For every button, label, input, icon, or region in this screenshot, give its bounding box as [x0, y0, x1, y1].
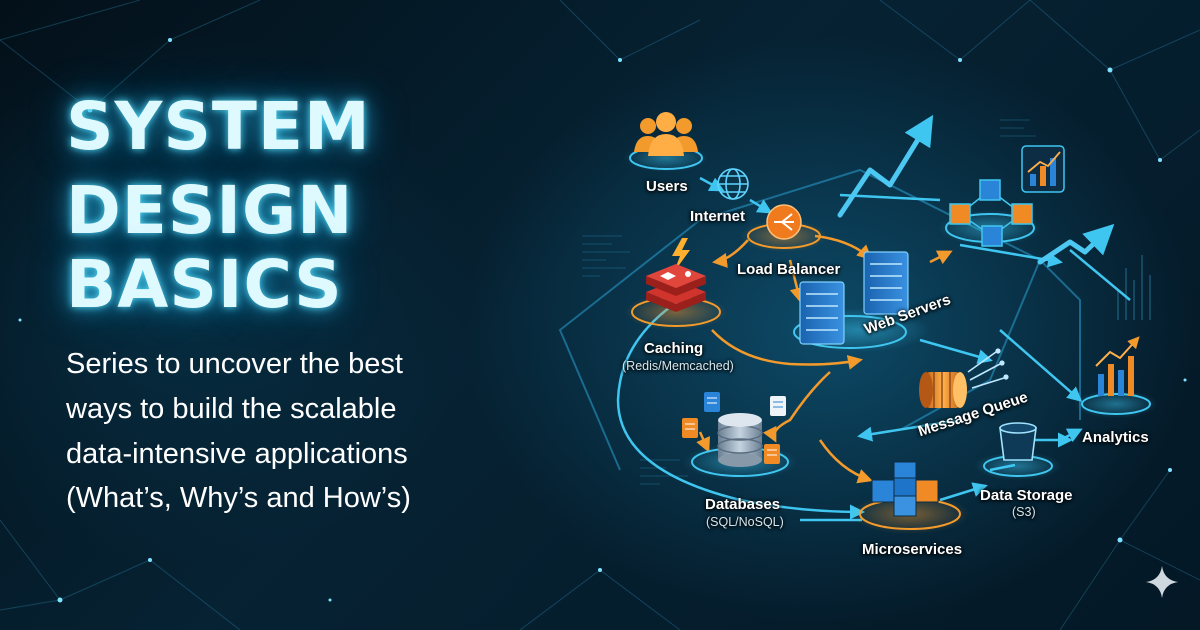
web-servers-node	[790, 251, 930, 352]
caching-label: Caching	[644, 340, 704, 357]
globe-icon	[717, 168, 749, 200]
load-balancer-icon	[766, 204, 802, 240]
bar-chart-icon	[1021, 145, 1065, 193]
caching-node	[624, 238, 728, 330]
bucket-icon	[999, 422, 1037, 461]
microservices-node	[850, 461, 970, 534]
analytics-label: Analytics	[1082, 429, 1149, 446]
service-cluster-node	[938, 179, 1042, 247]
bar-chart-icon	[1095, 336, 1140, 396]
data-storage-sublabel: (S3)	[1012, 505, 1036, 519]
sparkle-icon	[1146, 566, 1178, 598]
redis-icon	[646, 264, 706, 312]
databases-sublabel: (SQL/NoSQL)	[706, 515, 784, 529]
databases-label: Databases	[705, 496, 781, 513]
users-node	[624, 112, 708, 172]
database-icon	[717, 413, 763, 467]
data-storage-label: Data Storage	[980, 487, 1073, 504]
microservices-label: Microservices	[862, 541, 963, 558]
cube-cluster-icon	[871, 461, 939, 517]
lightning-icon	[672, 238, 690, 272]
subtitle-line-3: data-intensive applications	[66, 438, 408, 470]
trend-arrow-icon	[1037, 223, 1115, 265]
title-line-2: DESIGN	[66, 172, 354, 249]
cube-cluster-icon	[949, 179, 1033, 247]
caching-sublabel: (Redis/Memcached)	[622, 359, 734, 373]
load-balancer-node	[740, 204, 828, 252]
message-queue-node	[919, 348, 1009, 408]
title-line-1: SYSTEM	[66, 88, 371, 165]
internet-label: Internet	[690, 208, 746, 225]
databases-node	[682, 392, 798, 480]
load-balancer-label: Load Balancer	[737, 261, 841, 278]
subtitle-line-4: (What’s, Why’s and How’s)	[66, 482, 411, 514]
document-icon	[682, 392, 786, 464]
subtitle-line-2: ways to build the scalable	[66, 393, 397, 425]
message-queue-icon	[919, 372, 967, 408]
title-line-3: BASICS	[66, 246, 343, 323]
users-label: Users	[646, 178, 688, 195]
data-storage-node	[974, 422, 1062, 480]
server-rack-icon	[799, 251, 909, 345]
analytics-node	[1074, 336, 1158, 418]
trend-arrow-icon	[837, 114, 934, 218]
users-icon	[634, 112, 698, 156]
subtitle-line-1: Series to uncover the best	[66, 348, 403, 380]
